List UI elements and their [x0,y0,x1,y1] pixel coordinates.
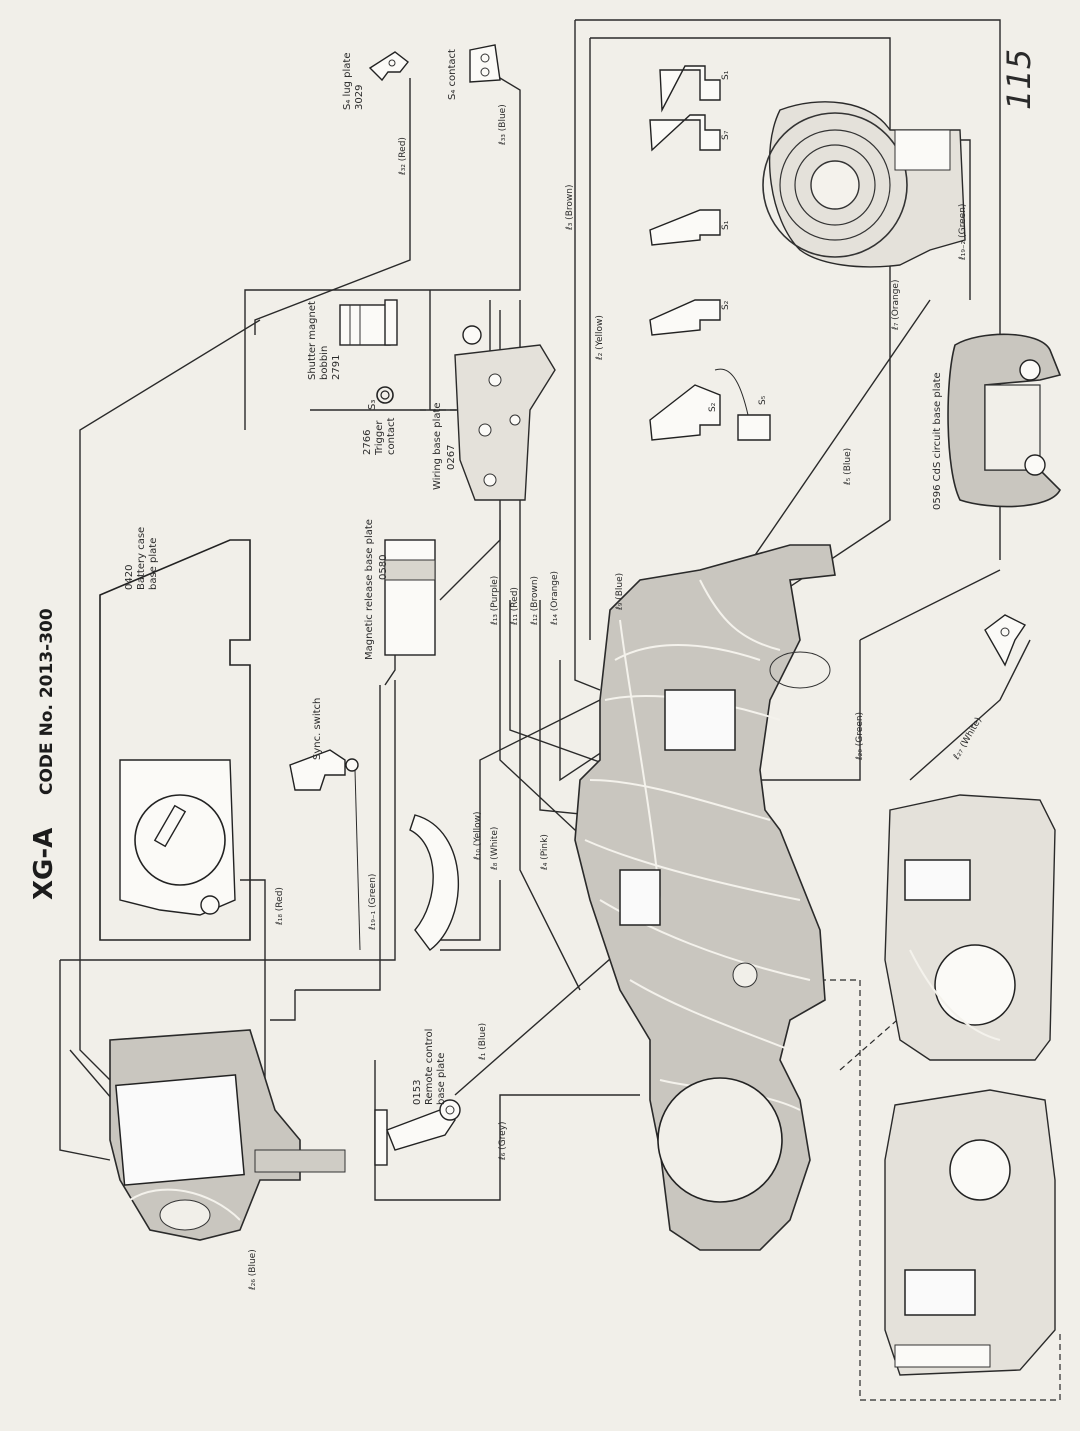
svg-text:Shutter magnet: Shutter magnet [307,301,318,380]
s4-lug-plate-label: S₄ lug plate 3029 [342,52,365,110]
wire-label-l4: ℓ₄ (Pink) [540,834,550,871]
page-number: 115 [1000,49,1038,110]
wire-label-l9: ℓ₉ (Blue) [615,573,625,611]
wiring-base-plate [454,325,556,501]
code-number: CODE No. 2013-300 [37,608,57,795]
svg-text:S₄ lug plate: S₄ lug plate [342,52,353,110]
svg-text:Wiring base plate: Wiring base plate [432,402,443,490]
wire-label-l10: ℓ₁₀ (Yellow) [473,811,483,861]
pivot-lever [984,614,1027,667]
s4-contact [469,44,501,83]
wire-label-l2: ℓ₂ (Yellow) [595,315,605,361]
detail-board-lower [884,1089,1056,1376]
svg-text:base plate: base plate [436,1053,447,1105]
wire-label-l26: ℓ₂₆ (Blue) [248,1249,258,1291]
s4-contact-label: S₄ contact [447,49,458,100]
svg-text:S₄ contact: S₄ contact [447,49,458,100]
switch-label-s5: S₅ [758,395,768,405]
remote-control-label: 0153 Remote control base plate [412,1029,447,1105]
wiring-base-plate-label: Wiring base plate 0267 [432,402,457,490]
component-labels: S₄ lug plate 3029 S₄ contact Shutter mag… [124,49,943,1105]
wire-label-l7: ℓ₇ (Orange) [891,280,901,331]
sync-switch [289,749,359,791]
wire-label-l18: ℓ₁₈ (Red) [275,887,285,926]
trigger-contact-spring [376,386,394,404]
wire-label-l3: ℓ₃ (Brown) [565,185,575,231]
svg-text:0267: 0267 [446,445,457,470]
switch-group [649,65,771,441]
sync-switch-label: Sync. switch [312,698,323,760]
detail-board-upper [884,794,1056,1061]
wire-label-l12: ℓ₁₂ (Brown) [530,576,540,626]
left-ic-board [109,1029,346,1241]
wire-label-l5: ℓ₅ (Blue) [843,448,853,486]
switch-label-s2b: S₂ [708,402,718,412]
svg-text:2766: 2766 [362,430,373,455]
svg-text:contact: contact [386,417,397,455]
svg-text:base plate: base plate [148,538,159,590]
shutter-magnet-label: Shutter magnet bobbin 2791 [307,301,342,380]
switch-label-s7: S₇ [721,130,731,140]
switch-label-s1: S₁ [721,70,731,80]
wire-label-l20: ℓ₂₀ (Green) [855,712,865,761]
battery-case-label: 0420 Battery case base plate [124,527,159,590]
s4-lug-plate [368,51,409,82]
header: XG-A CODE No. 2013-300 [29,608,59,900]
wire-label-l8: ℓ₈ (White) [490,827,500,871]
svg-text:Remote control: Remote control [424,1029,435,1105]
cds-board-label: 0596 CdS circuit base plate [932,372,943,510]
wire-label-l14: ℓ₁₄ (Orange) [550,571,560,626]
wire-label-l1: ℓ₁ (Blue) [478,1023,488,1061]
model-title: XG-A [29,828,59,900]
wire-label-l6: ℓ₆ (Grey) [498,1121,508,1161]
magnetic-release-label: Magnetic release base plate 0580 [364,519,389,660]
switch-label-s1b: S₁ [721,220,731,230]
rotary-switch-board [762,101,966,268]
svg-text:0580: 0580 [378,555,389,580]
wire-label-l13: ℓ₁₃ (Purple) [490,576,500,626]
s3-label: S₃ [367,400,378,410]
wire-label-l19-1: ℓ₁₉₋₁ (Green) [368,874,378,931]
wire-label-l32: ℓ₃₂ (Red) [398,137,408,176]
cds-circuit-board [947,333,1062,508]
trigger-contact-label: 2766 Trigger contact [362,417,397,456]
svg-text:0420: 0420 [124,565,135,590]
wire-label-l33: ℓ₃₃ (Blue) [498,104,508,146]
svg-text:Battery case: Battery case [136,527,147,590]
svg-text:Magnetic release base plate: Magnetic release base plate [364,519,375,660]
svg-text:0153: 0153 [412,1080,423,1105]
main-ic-upper [664,689,736,751]
svg-text:2791: 2791 [331,355,342,380]
remote-control-base-plate [374,1099,461,1166]
wire-label-l11: ℓ₁₁ (Red) [510,587,520,626]
main-flex-circuit [574,544,836,1251]
svg-text:bobbin: bobbin [319,346,330,380]
switch-label-s2: S₂ [721,300,731,310]
wire-label-l19-2: ℓ₁₉₋₂ (Green) [958,204,968,261]
magnetic-release-base-plate [384,539,436,686]
main-ic-lower [619,869,661,926]
curved-contact-arc [409,814,460,951]
battery-case-base-plate [99,539,251,941]
shutter-magnet-bobbin [339,299,398,346]
svg-text:3029: 3029 [354,85,365,110]
svg-text:Trigger: Trigger [374,420,385,456]
